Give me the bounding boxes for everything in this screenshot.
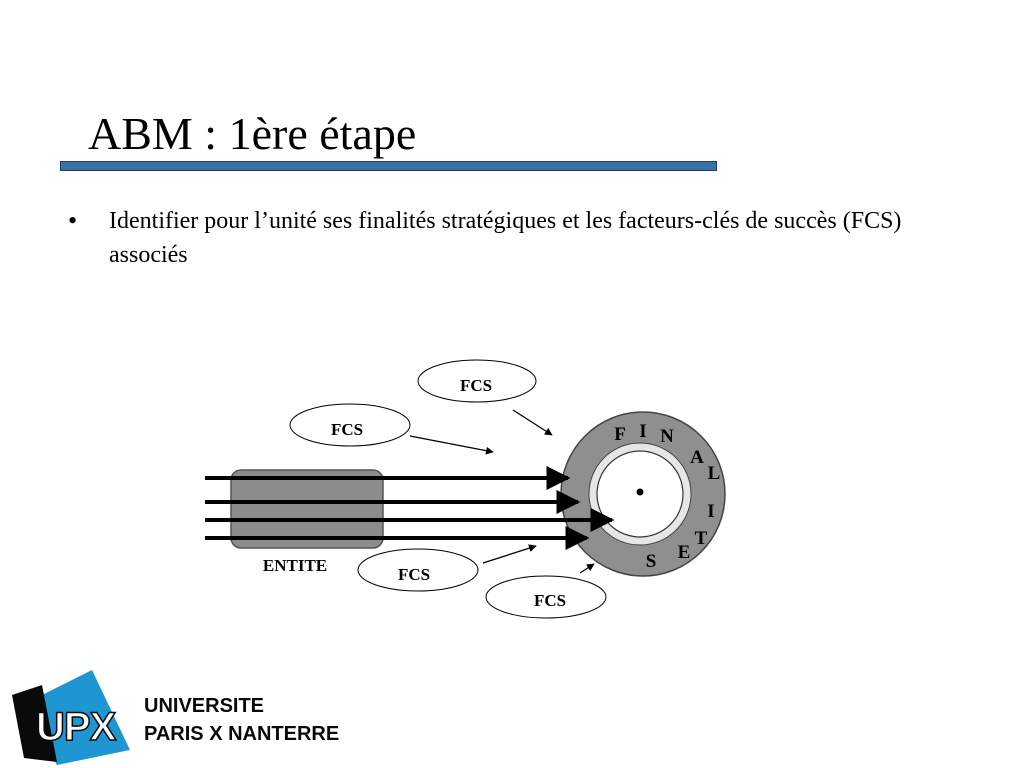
bullet-text: Identifier pour l’unité ses finalités st… (109, 208, 902, 268)
ring-letter-s: S (646, 551, 657, 572)
ring-letter-a: A (690, 447, 704, 468)
ring-letter-t: T (695, 528, 708, 549)
fcs-bubble-bottom-left (357, 548, 479, 592)
logo-line-1: UNIVERSITE (144, 695, 264, 717)
fcs-label-top: FCS (460, 376, 492, 395)
fcs-bubble-left (289, 403, 411, 447)
entity-box (230, 469, 384, 549)
fcs-label-left: FCS (331, 420, 363, 439)
entity-label: ENTITE (263, 556, 327, 575)
ring-letter-e: E (678, 542, 691, 563)
ring-letter-i: I (639, 421, 646, 442)
ring-letter-l: L (708, 463, 721, 484)
ring-letter-n: N (660, 426, 674, 447)
fcs-arrow-bottom-right (579, 563, 595, 574)
fcs-arrow-bottom-left (482, 544, 537, 564)
ring-letter-i-2: I (707, 501, 714, 522)
fcs-label-bottom-left: FCS (398, 565, 430, 584)
fcs-arrow-left (409, 435, 494, 455)
fcs-label-bottom-right: FCS (534, 591, 566, 610)
fcs-bubble-bottom-right (485, 575, 607, 619)
fcs-bubble-top (417, 359, 537, 403)
fcs-arrow-top (512, 409, 553, 436)
logo-dark-shape (12, 685, 57, 762)
logo-line-2: PARIS X NANTERRE (144, 723, 339, 745)
target-center-dot (636, 488, 644, 496)
title-underline (60, 161, 717, 171)
ring-letter-f: F (614, 424, 626, 445)
logo-mark: UPX (36, 705, 117, 749)
university-logo: UPX UNIVERSITE PARIS X NANTERRE (12, 670, 339, 765)
bullet-marker: • (68, 206, 78, 235)
slide-title: ABM : 1ère étape (88, 108, 417, 159)
